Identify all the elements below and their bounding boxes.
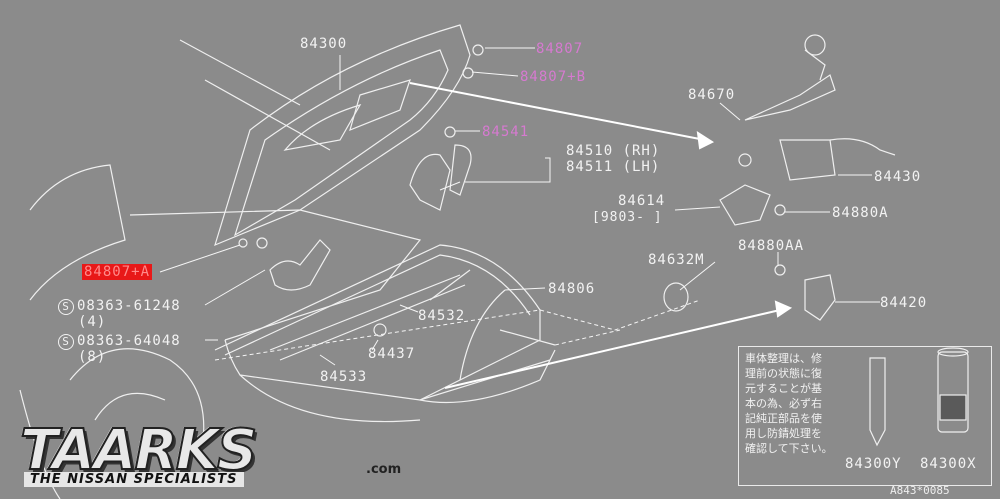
label-84300y: 84300Y bbox=[845, 456, 902, 472]
hinge-rh bbox=[409, 153, 451, 211]
can-84300x bbox=[937, 351, 969, 433]
label-84807a-highlighted[interactable]: 84807+A bbox=[82, 264, 153, 280]
arrow-upper bbox=[409, 82, 706, 141]
label-84533: 84533 bbox=[320, 369, 368, 385]
label-bolt-2-qty: (8) bbox=[78, 349, 107, 365]
bracket-84614 bbox=[719, 184, 771, 226]
logo-tagline: THE NISSAN SPECIALISTS bbox=[24, 472, 244, 487]
label-84670: 84670 bbox=[688, 87, 736, 103]
logo-dotcom: .com bbox=[366, 462, 402, 477]
diagram-code: A843*0085 bbox=[890, 484, 950, 497]
label-84880a: 84880A bbox=[832, 205, 889, 221]
trunk-opening bbox=[214, 244, 541, 401]
label-84532: 84532 bbox=[418, 308, 466, 324]
label-84806: 84806 bbox=[548, 281, 596, 297]
body-edge bbox=[19, 389, 61, 499]
latch bbox=[779, 139, 836, 181]
s-circle-icon: S bbox=[58, 334, 74, 350]
lock-rod bbox=[744, 74, 836, 121]
label-84632m: 84632M bbox=[648, 252, 705, 268]
arrow-lower bbox=[444, 309, 781, 389]
label-84511: 84511 (LH) bbox=[566, 159, 661, 175]
label-bolt-1-qty: (4) bbox=[78, 314, 107, 330]
s-circle-icon: S bbox=[58, 299, 74, 315]
note-box: 車体整理は、修 理前の状態に復 元することが基 本の為、必ず右 記純正部品を使 … bbox=[738, 346, 992, 486]
plug-84632m bbox=[663, 282, 689, 312]
label-84420: 84420 bbox=[880, 295, 928, 311]
label-84541: 84541 bbox=[482, 124, 530, 140]
label-84437: 84437 bbox=[368, 346, 416, 362]
trunk-lid bbox=[214, 24, 471, 247]
label-84807b: 84807+B bbox=[520, 69, 587, 85]
hinge-lh bbox=[269, 239, 331, 291]
label-84807: 84807 bbox=[536, 41, 584, 57]
striker-84420 bbox=[804, 274, 836, 321]
label-84614: 84614 bbox=[618, 193, 666, 209]
rear-fender-outline bbox=[29, 164, 126, 301]
label-84510: 84510 (RH) bbox=[566, 143, 661, 159]
wheel-arch bbox=[69, 348, 205, 461]
label-84880aa: 84880AA bbox=[738, 238, 805, 254]
label-84300x: 84300X bbox=[920, 456, 977, 472]
note-text: 車体整理は、修 理前の状態に復 元することが基 本の為、必ず右 記純正部品を使 … bbox=[745, 352, 833, 455]
label-84300: 84300 bbox=[300, 36, 348, 52]
torsion-bar-1 bbox=[269, 274, 461, 351]
weatherstrip bbox=[459, 289, 506, 381]
label-84614-date: [9803- ] bbox=[592, 210, 663, 225]
taarks-logo: TAARKS .com THE NISSAN SPECIALISTS bbox=[14, 417, 434, 494]
tube-84300y bbox=[869, 357, 886, 447]
label-84430: 84430 bbox=[874, 169, 922, 185]
